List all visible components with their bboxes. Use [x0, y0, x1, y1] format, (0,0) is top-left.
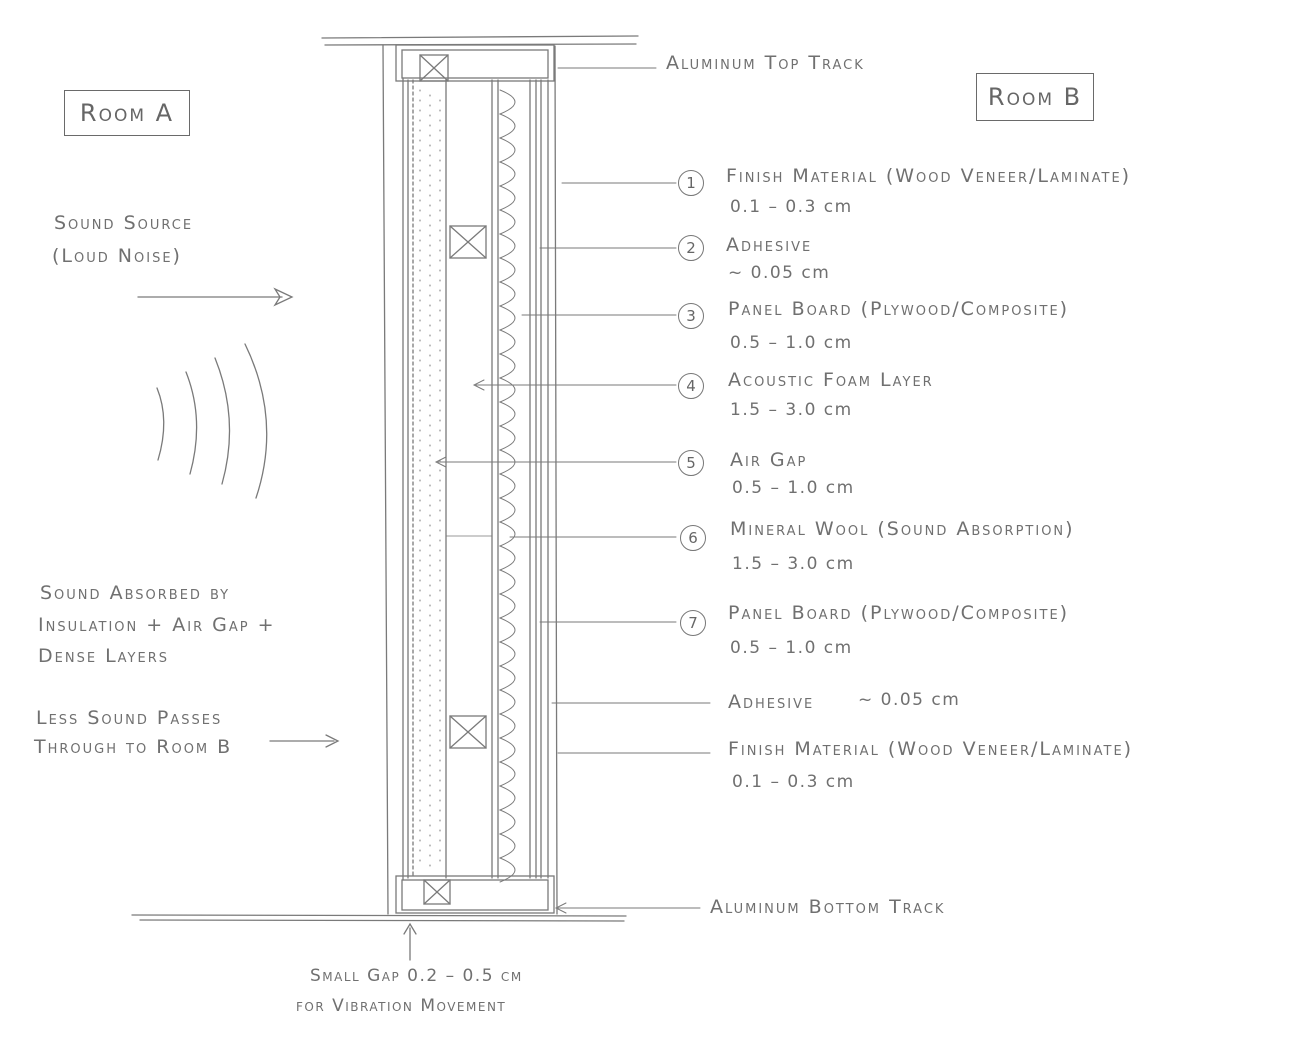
layer-2-number: 2	[678, 235, 704, 261]
bottom-track	[395, 875, 555, 914]
room-b-box: Room B	[976, 73, 1094, 121]
layer-6-name: Mineral Wool (Sound Absorption)	[730, 518, 1075, 540]
extra-layer-2-name: Finish Material (Wood Veneer/Laminate)	[728, 738, 1134, 760]
passes-note-1: Less Sound Passes	[36, 707, 223, 729]
absorbed-note-1: Sound Absorbed by	[40, 582, 231, 604]
pass-through-arrow	[269, 734, 340, 748]
layer-5-number: 5	[678, 450, 704, 476]
layer-3-thickness: 0.5 – 1.0 cm	[730, 333, 853, 353]
extra-layer-1-thickness: ~ 0.05 cm	[858, 690, 961, 710]
layer-7-number: 7	[680, 610, 706, 636]
wall-body	[382, 44, 558, 915]
layer-3-name: Panel Board (Plywood/Composite)	[728, 298, 1070, 320]
mineral-wool-hatch	[498, 89, 516, 883]
layer-4-number: 4	[678, 373, 704, 399]
layer-4-name: Acoustic Foam Layer	[728, 369, 934, 391]
stud-blocks	[449, 225, 487, 749]
bottom-track-label: Aluminum Bottom Track	[710, 896, 946, 918]
passes-note-2: Through to Room B	[34, 736, 233, 758]
leader-lines	[434, 67, 711, 914]
ceiling-line	[321, 35, 639, 46]
sound-source-sub: (Loud Noise)	[52, 245, 182, 267]
absorbed-note-3: Dense Layers	[38, 645, 169, 667]
room-a-label: Room A	[79, 99, 175, 127]
layer-1-number: 1	[678, 170, 704, 196]
layer-4-thickness: 1.5 – 3.0 cm	[730, 400, 853, 420]
layer-6-thickness: 1.5 – 3.0 cm	[732, 554, 855, 574]
top-track	[395, 44, 555, 82]
gap-note-1: Small Gap 0.2 – 0.5 cm	[310, 966, 523, 986]
layer-5-thickness: 0.5 – 1.0 cm	[732, 478, 855, 498]
absorbed-note-2: Insulation + Air Gap +	[38, 614, 276, 636]
room-b-label: Room B	[987, 83, 1083, 111]
layer-7-thickness: 0.5 – 1.0 cm	[730, 638, 853, 658]
layer-6-number: 6	[680, 525, 706, 551]
gap-note-2: for Vibration Movement	[296, 996, 507, 1016]
room-a-box: Room A	[64, 90, 190, 136]
foam-stipple	[419, 89, 441, 871]
sound-source-arrow	[137, 287, 294, 307]
gap-arrow	[403, 922, 417, 961]
layer-1-thickness: 0.1 – 0.3 cm	[730, 197, 853, 217]
layer-3-number: 3	[678, 303, 704, 329]
sound-source-label: Sound Source	[54, 212, 194, 234]
sound-waves	[156, 343, 268, 499]
layer-5-name: Air Gap	[730, 449, 808, 471]
top-track-label: Aluminum Top Track	[666, 52, 865, 74]
layer-1-name: Finish Material (Wood Veneer/Laminate)	[726, 165, 1132, 187]
floor-line	[131, 914, 627, 922]
layer-2-thickness: ~ 0.05 cm	[728, 263, 831, 283]
extra-layer-2-thickness: 0.1 – 0.3 cm	[732, 772, 855, 792]
extra-layer-1-name: Adhesive	[728, 691, 815, 713]
layer-2-name: Adhesive	[726, 234, 813, 256]
layer-7-name: Panel Board (Plywood/Composite)	[728, 602, 1070, 624]
